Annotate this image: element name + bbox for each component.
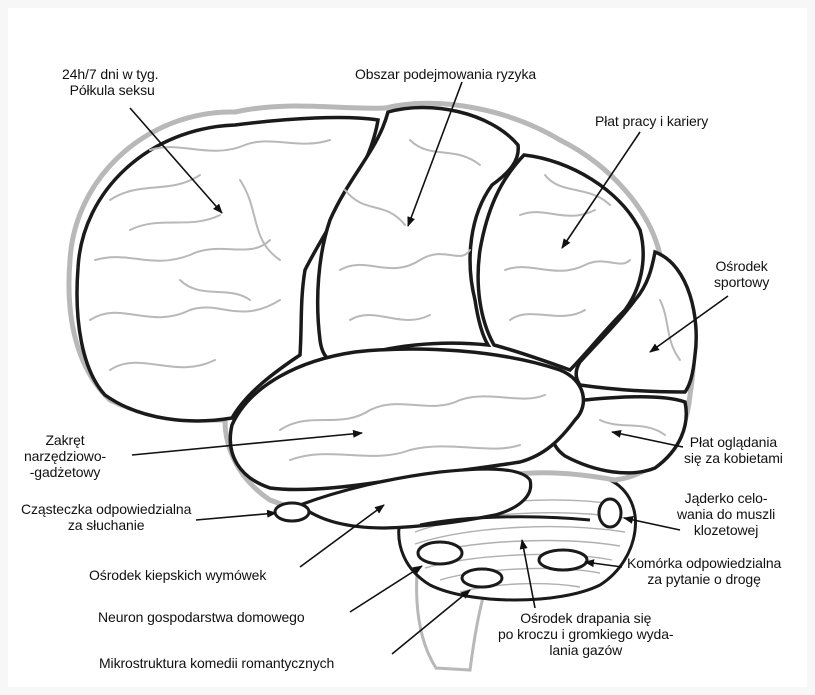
hearing-particle — [275, 503, 309, 521]
label-risk-area: Obszar podejmowania ryzyka — [355, 66, 536, 82]
label-romcom-structure: Mikrostruktura komedii romantycznych — [99, 655, 334, 671]
label-hearing-particle: Cząsteczka odpowiedzialna za słuchanie — [21, 501, 191, 533]
label-women-lobe: Płat oglądania się za kobietami — [684, 434, 783, 466]
label-sex-hemisphere: 24h/7 dni w tyg. Półkula seksu — [62, 66, 158, 98]
toilet-nucleus — [599, 499, 621, 527]
household-neuron — [418, 542, 462, 564]
label-gadget-gyrus: Zakręt narzędziowo- -gadżetowy — [24, 432, 106, 480]
label-career-lobe: Płat pracy i kariery — [595, 113, 708, 129]
directions-cell — [539, 550, 587, 570]
label-directions-cell: Komórka odpowiedzialna za pytanie o drog… — [627, 555, 781, 587]
label-excuses-center: Ośrodek kiepskich wymówek — [89, 567, 266, 583]
label-scratch-center: Ośrodek drapania się po kroczu i gromkie… — [498, 610, 674, 658]
label-household-neuron: Neuron gospodarstwa domowego — [98, 609, 305, 625]
label-toilet-nucleus: Jąderko celo- wania do muszli klozetowej — [677, 490, 775, 538]
romcom-structure — [462, 569, 502, 587]
label-sport-center: Ośrodek sportowy — [714, 258, 769, 290]
